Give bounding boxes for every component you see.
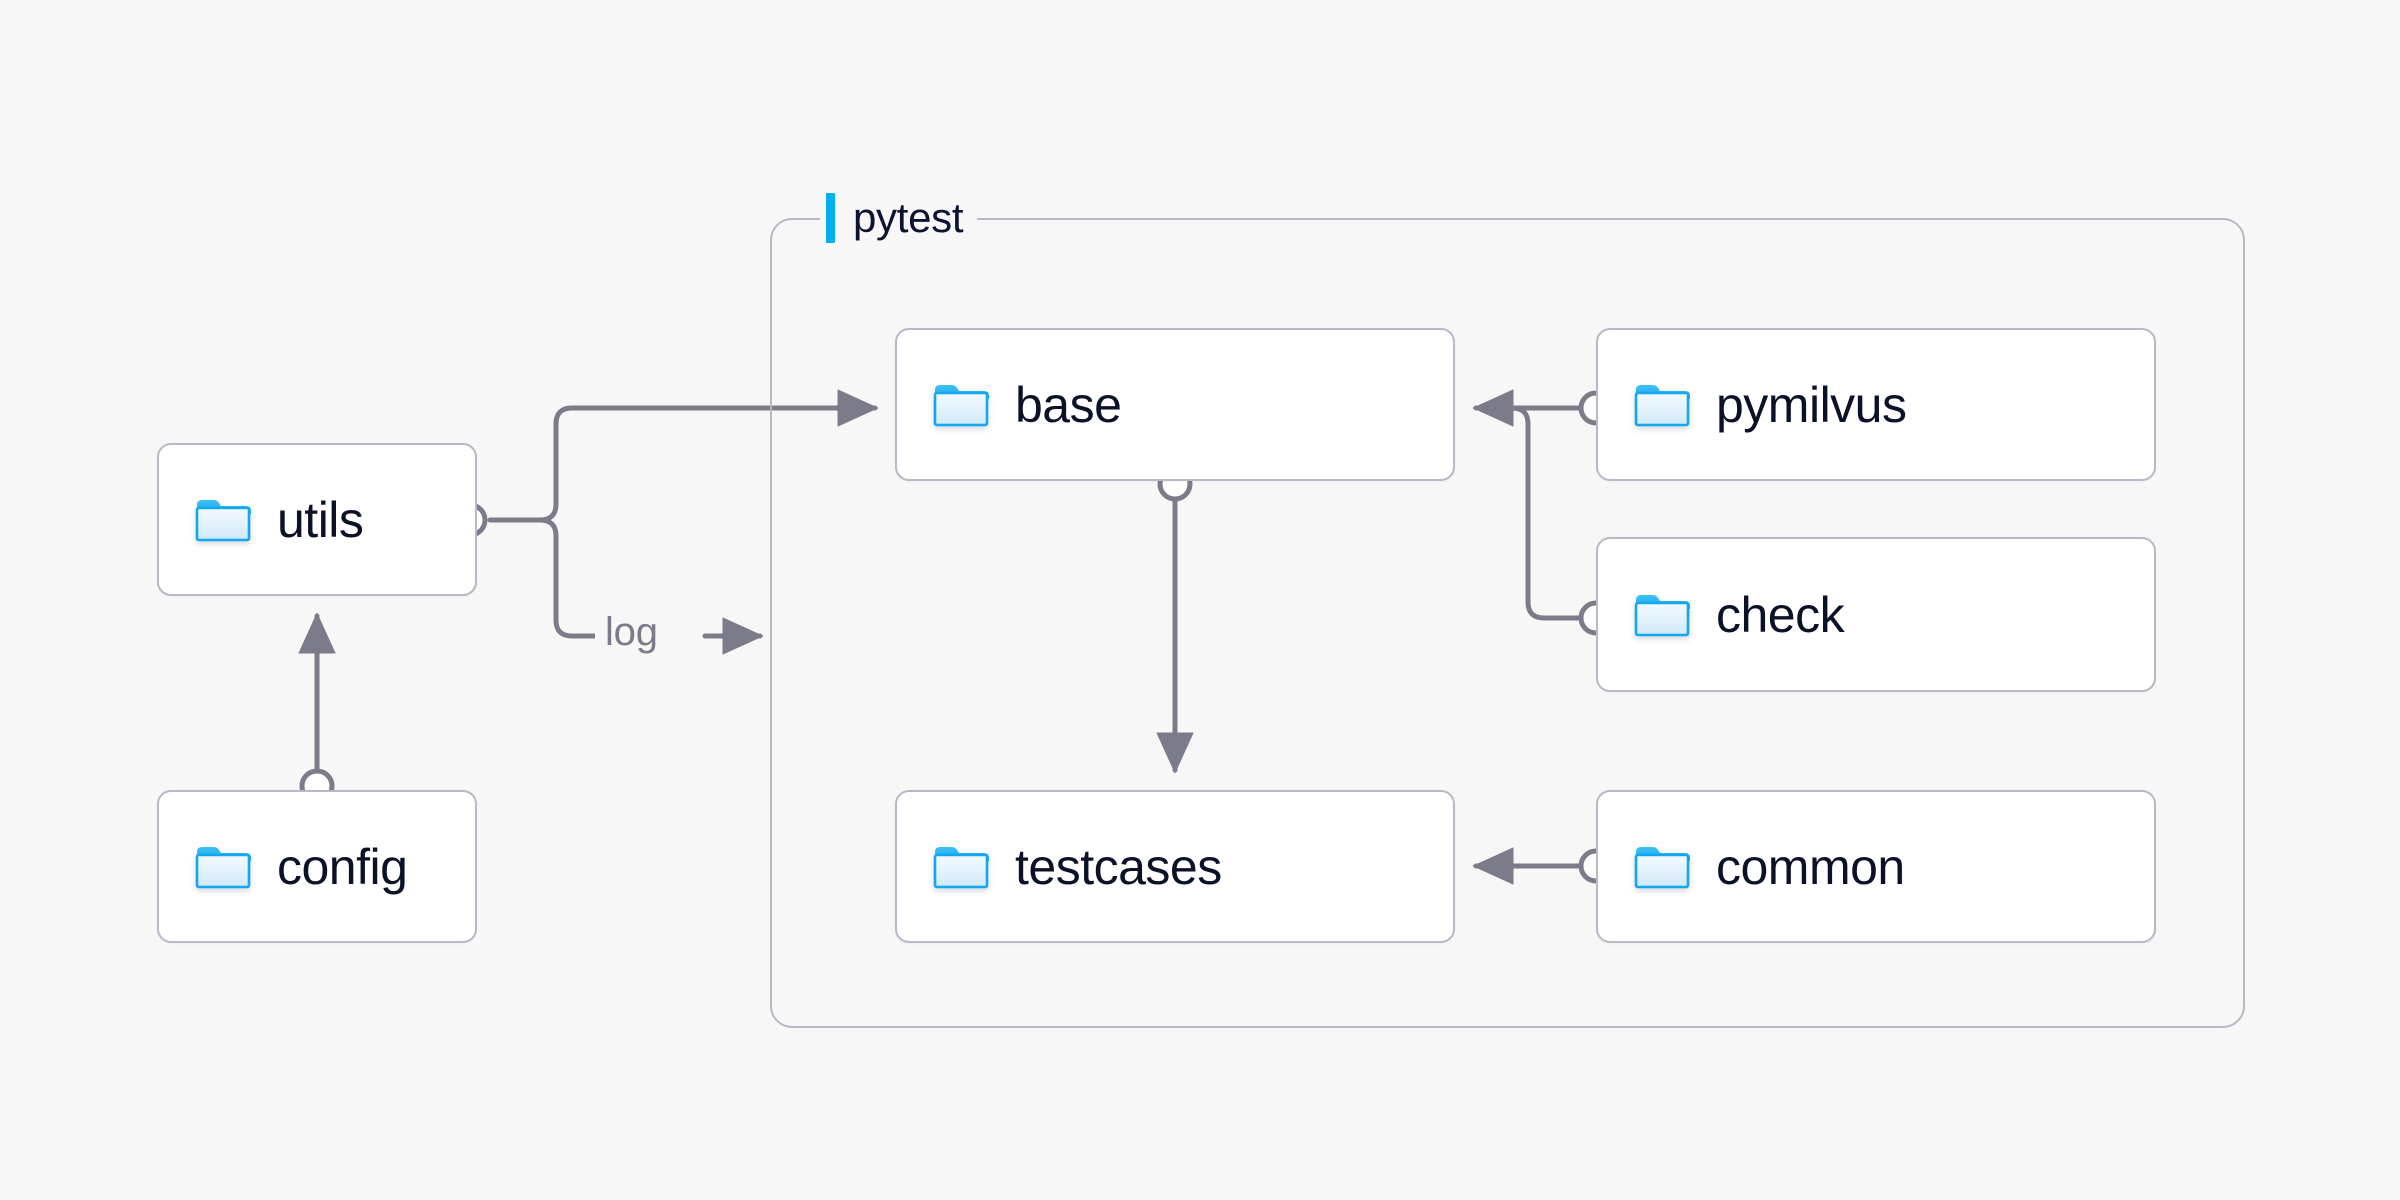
node-check[interactable]: check <box>1596 537 2156 692</box>
node-pymilvus[interactable]: pymilvus <box>1596 328 2156 481</box>
node-base[interactable]: base <box>895 328 1455 481</box>
node-testcases[interactable]: testcases <box>895 790 1455 943</box>
group-pytest[interactable] <box>770 218 2245 1028</box>
node-label: pymilvus <box>1716 376 1907 433</box>
folder-icon <box>195 844 251 890</box>
node-label: config <box>277 838 408 895</box>
folder-icon <box>1634 844 1690 890</box>
node-common[interactable]: common <box>1596 790 2156 943</box>
folder-icon <box>195 497 251 543</box>
node-label: utils <box>277 491 364 548</box>
node-config[interactable]: config <box>157 790 477 943</box>
node-label: common <box>1716 838 1905 895</box>
node-label: base <box>1015 376 1122 433</box>
folder-icon <box>933 844 989 890</box>
node-utils[interactable]: utils <box>157 443 477 596</box>
edge-label-log: log <box>595 610 668 655</box>
folder-icon <box>1634 382 1690 428</box>
group-title-text: pytest <box>853 194 964 241</box>
folder-icon <box>1634 592 1690 638</box>
node-label: check <box>1716 586 1845 643</box>
node-label: testcases <box>1015 838 1222 895</box>
group-pytest-label: pytest <box>820 190 978 246</box>
accent-bar-icon <box>826 193 835 243</box>
folder-icon <box>933 382 989 428</box>
